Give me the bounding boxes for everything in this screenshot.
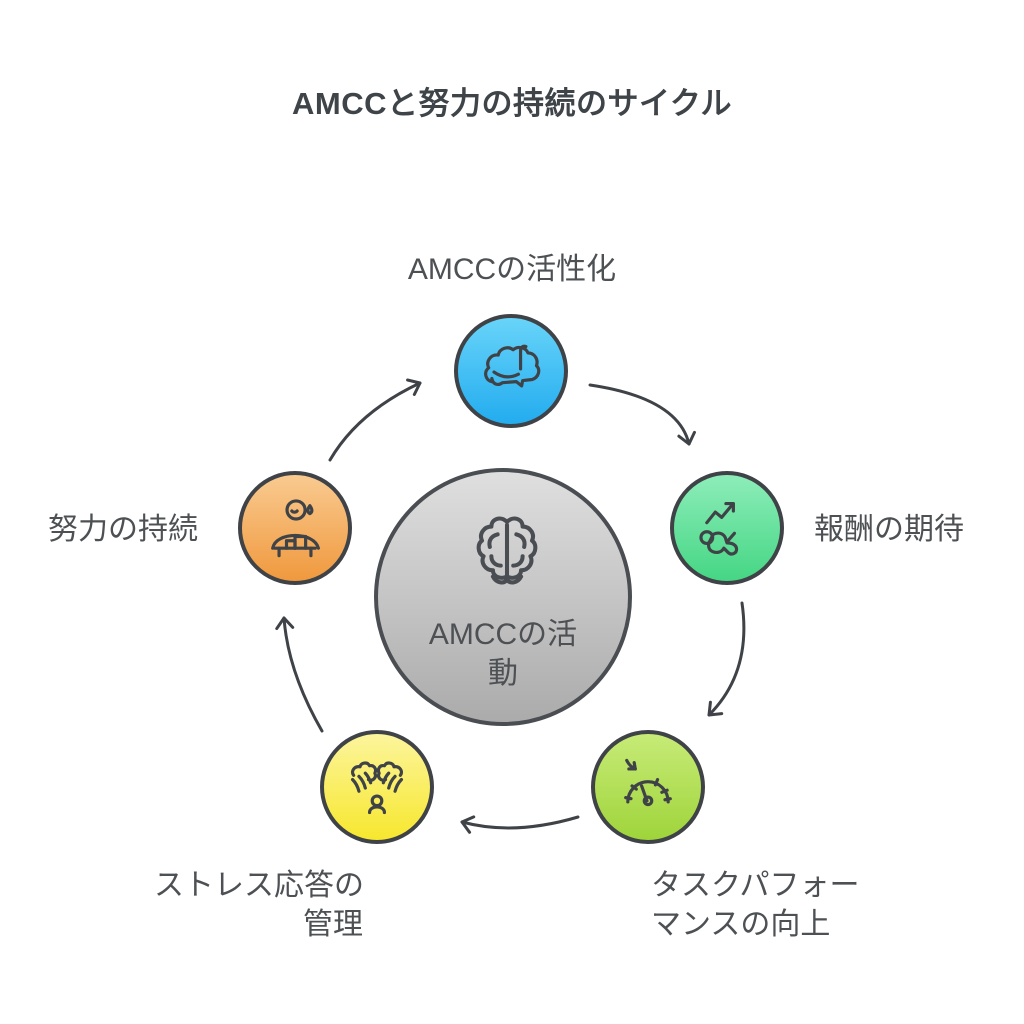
node-effort-persistence <box>238 471 352 585</box>
arrow-stress-to-effort <box>275 616 324 733</box>
gauge-icon <box>624 758 672 807</box>
label-reward-expectation: 報酬の期待 <box>814 513 964 546</box>
arrow-activation-to-reward <box>588 383 696 446</box>
label-effort-persistence: 努力の持続 <box>48 513 198 546</box>
node-amcc-activation <box>454 314 568 428</box>
label-task-performance-line2: マンスの向上 <box>651 908 831 941</box>
brain-top-icon <box>476 516 538 585</box>
label-stress-management-line2: 管理 <box>303 908 363 941</box>
arrow-reward-to-performance <box>707 601 746 717</box>
label-stress-management-line1: ストレス応答の <box>154 869 364 902</box>
label-amcc-activation: AMCCの活性化 <box>407 253 617 286</box>
node-task-performance <box>591 730 705 844</box>
brain-side-icon <box>484 344 541 388</box>
situp-trend-icon <box>699 501 739 556</box>
center-label-line1: AMCCの活 <box>428 618 578 651</box>
center-node-amcc-activity: AMCCの活 動 <box>374 468 632 726</box>
center-label-line2: 動 <box>488 657 518 690</box>
node-reward-expectation <box>670 471 784 585</box>
stress-clouds-icon <box>350 761 404 815</box>
label-task-performance-line1: タスクパフォー <box>651 869 860 902</box>
sweating-worker-icon <box>271 499 320 558</box>
arrow-effort-to-activation <box>328 378 422 462</box>
center-node-label: AMCCの活 動 <box>378 615 628 693</box>
arrow-performance-to-stress <box>460 815 580 834</box>
node-stress-management <box>320 730 434 844</box>
diagram-title: AMCCと努力の持続のサイクル <box>292 86 732 121</box>
